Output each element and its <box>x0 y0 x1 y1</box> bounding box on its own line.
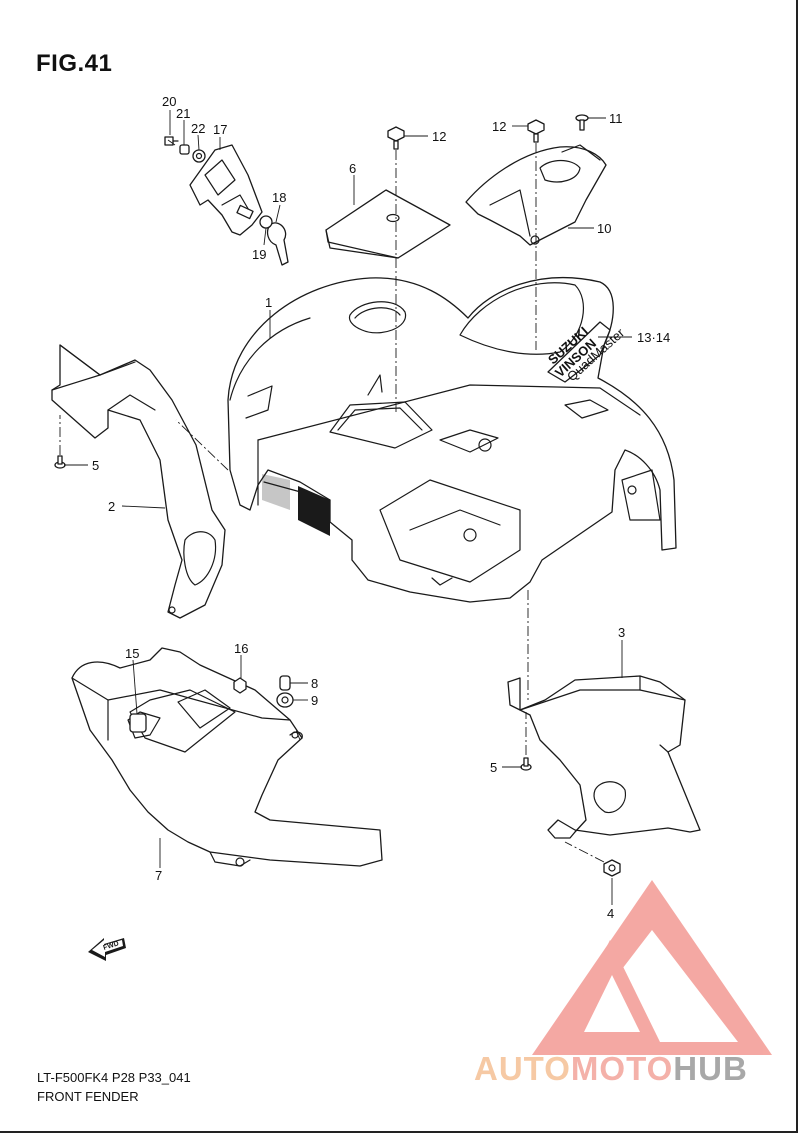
part-8-cushion <box>279 675 291 691</box>
screw-5-right <box>520 757 532 771</box>
part-6-storage-lid <box>325 189 451 259</box>
assembly-line-20 <box>167 139 176 146</box>
assembly-line-4 <box>564 841 605 863</box>
parts-18-19-stay <box>259 215 289 266</box>
callout-15: 15 <box>125 646 139 661</box>
callout-21: 21 <box>176 106 190 121</box>
bolt-4 <box>603 859 621 877</box>
callout-3: 3 <box>618 625 625 640</box>
part-9-collar <box>276 692 294 708</box>
callout-2: 2 <box>108 499 115 514</box>
screw-5-left <box>54 455 66 469</box>
watermark-auto: AUTO <box>474 1050 571 1087</box>
figure-title: FIG.41 <box>36 50 113 77</box>
part-2-left-mudguard <box>51 344 226 619</box>
callout-20: 20 <box>162 94 176 109</box>
callout-4: 4 <box>607 906 614 921</box>
part-7-front-bumper <box>71 647 383 867</box>
part-10-meter-cover <box>465 144 607 246</box>
callout-17: 17 <box>213 122 227 137</box>
callout-22: 22 <box>191 121 205 136</box>
assembly-line-9 <box>295 729 301 741</box>
assembly-line-2 <box>175 419 229 471</box>
bolt-12-left <box>387 126 405 150</box>
fwd-label: FWD <box>102 940 119 952</box>
bolt-12-right <box>527 119 545 143</box>
watermark-hub: HUB <box>673 1050 748 1087</box>
callouts: 20 21 22 17 18 19 6 12 12 11 10 1 13·14 … <box>92 94 670 921</box>
footer: LT-F500FK4 P28 P33_041 FRONT FENDER <box>37 1068 191 1106</box>
callout-11: 11 <box>609 111 623 126</box>
part-1-front-fender <box>227 277 677 603</box>
part-15-clip <box>129 713 147 733</box>
screw-11 <box>575 114 589 131</box>
callout-6: 6 <box>349 161 356 176</box>
callout-7: 7 <box>155 868 162 883</box>
forward-arrow-icon: FWD <box>88 938 126 961</box>
callout-13-14: 13·14 <box>637 330 670 345</box>
watermark-moto: MOTO <box>570 1050 674 1087</box>
watermark-logo-icon <box>532 880 772 1055</box>
callout-19: 19 <box>252 247 266 262</box>
callout-5-left: 5 <box>92 458 99 473</box>
watermark-text: AUTOMOTOHUB <box>474 1050 748 1088</box>
footer-caption: FRONT FENDER <box>37 1089 139 1104</box>
callout-12-right: 12 <box>492 119 506 134</box>
callout-9: 9 <box>311 693 318 708</box>
callout-16: 16 <box>234 641 248 656</box>
callout-1: 1 <box>265 295 272 310</box>
callout-18: 18 <box>272 190 286 205</box>
callout-8: 8 <box>311 676 318 691</box>
leader-lines <box>64 110 632 905</box>
part-16-nut <box>233 677 247 694</box>
part-3-right-mudguard <box>507 675 701 839</box>
part-17-bracket <box>189 144 263 236</box>
callout-5-right: 5 <box>490 760 497 775</box>
callout-10: 10 <box>597 221 611 236</box>
callout-12-left: 12 <box>432 129 446 144</box>
footer-model-code: LT-F500FK4 P28 P33_041 <box>37 1070 191 1085</box>
